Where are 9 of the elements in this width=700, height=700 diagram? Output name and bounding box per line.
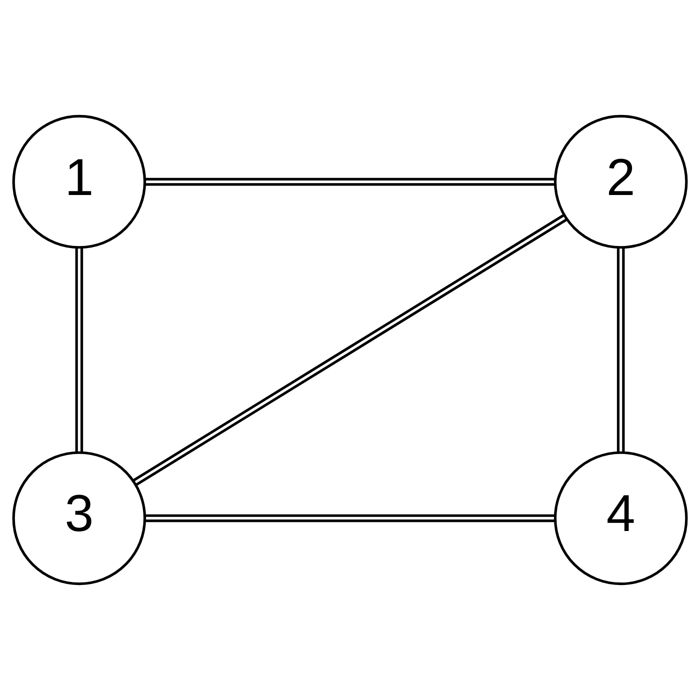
connector [145, 514, 555, 522]
node-circle: 2 [554, 114, 688, 249]
node-circle: 4 [554, 451, 688, 586]
connector [75, 247, 84, 452]
connector [145, 178, 555, 186]
node-circle: 1 [12, 114, 146, 249]
connector [132, 214, 568, 486]
connector [616, 247, 625, 452]
node-circle: 3 [12, 451, 146, 586]
